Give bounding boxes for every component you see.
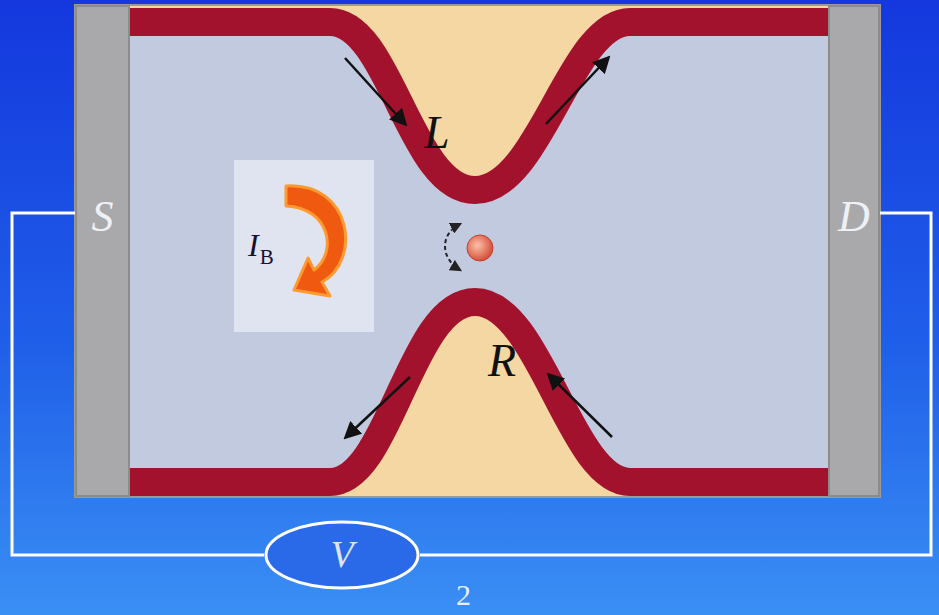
backscattering-box: IB (234, 160, 374, 332)
node-label: V (330, 534, 353, 576)
source-contact: S (75, 5, 130, 497)
node-label: I (248, 228, 259, 263)
drain-contact: D (828, 5, 880, 497)
subscript-label: B (260, 246, 274, 269)
edge-label: L (424, 108, 450, 159)
flow-arrow (549, 375, 612, 437)
quasiparticle (467, 235, 493, 261)
circuit-wire (12, 213, 264, 555)
tunneling-arrow (445, 224, 460, 270)
slide-number: 2 (456, 578, 471, 611)
edge-label: R (488, 336, 516, 387)
flow-arrow (346, 377, 410, 437)
flow-arrow (546, 58, 608, 124)
node-label: D (838, 193, 870, 241)
device-frame (75, 5, 880, 497)
voltmeter: V (264, 520, 420, 590)
flow-arrow (345, 58, 405, 124)
node-label: S (92, 193, 114, 241)
electron-gas (130, 22, 828, 482)
